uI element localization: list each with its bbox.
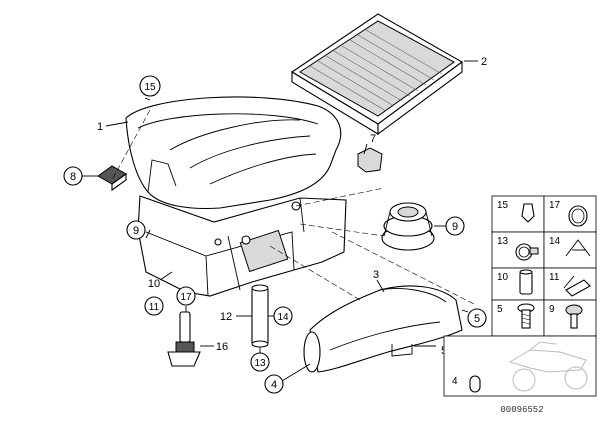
air-box-housing[interactable] bbox=[137, 195, 347, 297]
callout-7: 7 bbox=[370, 133, 376, 145]
legend-label-17: 17 bbox=[549, 200, 561, 211]
callout-14-circle bbox=[273, 306, 293, 326]
leader-lines bbox=[82, 60, 478, 382]
callout-1: 1 bbox=[97, 121, 103, 133]
legend-label-11: 11 bbox=[549, 272, 560, 283]
callout-4-circle bbox=[264, 374, 284, 394]
callout-8: 8 bbox=[70, 171, 76, 183]
rubber-block-part-8[interactable] bbox=[97, 165, 127, 192]
drain-hose-part-12[interactable] bbox=[251, 284, 269, 348]
legend-cell-4[interactable] bbox=[443, 335, 597, 397]
legend-label-5: 5 bbox=[497, 304, 503, 315]
callout-16: 16 bbox=[216, 341, 228, 353]
callout-9b-circle bbox=[126, 220, 146, 240]
callout-5a: 5 bbox=[474, 313, 480, 325]
callout-12: 12 bbox=[220, 311, 232, 323]
callout-2: 2 bbox=[481, 56, 487, 68]
clip-part-7[interactable] bbox=[357, 147, 383, 173]
grommet-part-9[interactable] bbox=[381, 202, 435, 251]
diagram-reference-number: 00096552 bbox=[500, 405, 543, 415]
callout-labels: 1 2 3 4 5 5 7 8 9 9 10 11 12 13 14 15 16… bbox=[63, 56, 487, 394]
callout-13: 13 bbox=[254, 358, 266, 369]
small-parts-legend: 15 17 13 14 10 11 5 bbox=[443, 195, 597, 397]
callout-17: 17 bbox=[180, 292, 192, 303]
callout-17-circle bbox=[176, 286, 196, 306]
callout-11-circle bbox=[144, 296, 164, 316]
legend-cell-5[interactable] bbox=[491, 299, 545, 337]
motorcycle-icon bbox=[508, 341, 588, 392]
callout-11: 11 bbox=[149, 302, 160, 313]
legend-label-14: 14 bbox=[549, 236, 561, 247]
callout-5a-circle bbox=[467, 308, 487, 328]
legend-label-9: 9 bbox=[549, 304, 555, 315]
legend-label-10: 10 bbox=[497, 272, 509, 283]
callout-9a: 9 bbox=[452, 221, 458, 233]
callout-3: 3 bbox=[373, 269, 379, 281]
callout-15-circle bbox=[139, 75, 161, 97]
callout-10: 10 bbox=[148, 278, 160, 290]
callout-13-circle bbox=[250, 352, 270, 372]
air-box-cover[interactable] bbox=[125, 96, 342, 209]
callout-4: 4 bbox=[271, 379, 277, 391]
legend-label-4: 4 bbox=[452, 376, 458, 387]
callout-9b: 9 bbox=[133, 225, 139, 237]
callout-14: 14 bbox=[277, 312, 289, 323]
legend-label-13: 13 bbox=[497, 236, 509, 247]
temperature-sensor-part-16[interactable] bbox=[167, 311, 201, 367]
legend-cell-10[interactable] bbox=[491, 267, 545, 301]
legend-label-15: 15 bbox=[497, 200, 509, 211]
intake-duct-part-3[interactable] bbox=[303, 285, 463, 373]
air-filter-element[interactable] bbox=[290, 13, 464, 136]
callout-15: 15 bbox=[144, 82, 156, 93]
callout-8-circle bbox=[63, 166, 83, 186]
callout-9a-circle bbox=[445, 216, 465, 236]
